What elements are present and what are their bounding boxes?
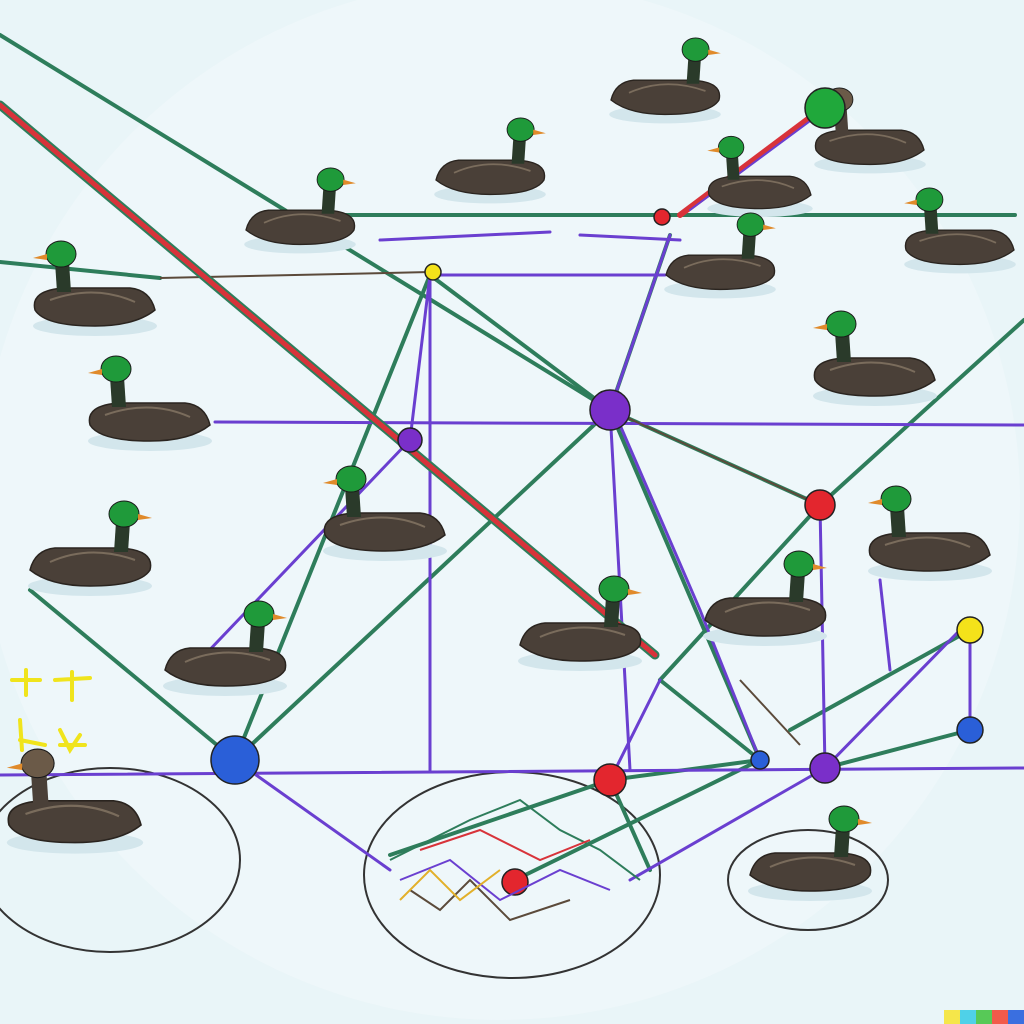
node-blue-right — [956, 716, 984, 744]
watermark-swatch-1 — [944, 1010, 960, 1024]
watermark-swatch-5 — [1008, 1010, 1024, 1024]
node-green-top — [804, 87, 846, 129]
ducks — [6, 37, 1016, 901]
red-line — [0, 100, 826, 660]
duck — [518, 575, 642, 671]
duck — [323, 465, 447, 561]
duck — [813, 310, 937, 406]
watermark-swatch-4 — [992, 1010, 1008, 1024]
duck — [703, 550, 827, 646]
ring-right — [727, 829, 889, 931]
node-purple-small — [397, 427, 423, 453]
duck — [163, 600, 287, 696]
duck — [88, 355, 212, 451]
ring-left — [0, 767, 241, 953]
duck — [707, 135, 813, 218]
duck — [904, 187, 1016, 274]
watermark-swatch-3 — [976, 1010, 992, 1024]
node-red-bottom — [593, 763, 627, 797]
watermark-swatch-2 — [960, 1010, 976, 1024]
duck — [748, 805, 872, 901]
duck — [33, 240, 157, 336]
duck — [609, 37, 721, 124]
node-red-ring — [501, 868, 529, 896]
node-red-right — [804, 489, 836, 521]
node-purple-center — [589, 389, 631, 431]
duck — [434, 117, 546, 204]
duck — [664, 212, 776, 299]
nodes — [210, 87, 984, 896]
node-blue-small — [750, 750, 770, 770]
node-yellow — [956, 616, 984, 644]
duck — [868, 485, 992, 581]
node-blue-large — [210, 735, 260, 785]
duck — [244, 167, 356, 254]
node-red-top — [653, 208, 671, 226]
node-purple-right — [809, 752, 841, 784]
node-yellow-small — [424, 263, 442, 281]
yellow-marks — [10, 668, 92, 754]
watermark — [944, 1010, 1024, 1024]
duck — [28, 500, 152, 596]
tangled-wires — [389, 798, 641, 922]
duck — [6, 748, 144, 854]
